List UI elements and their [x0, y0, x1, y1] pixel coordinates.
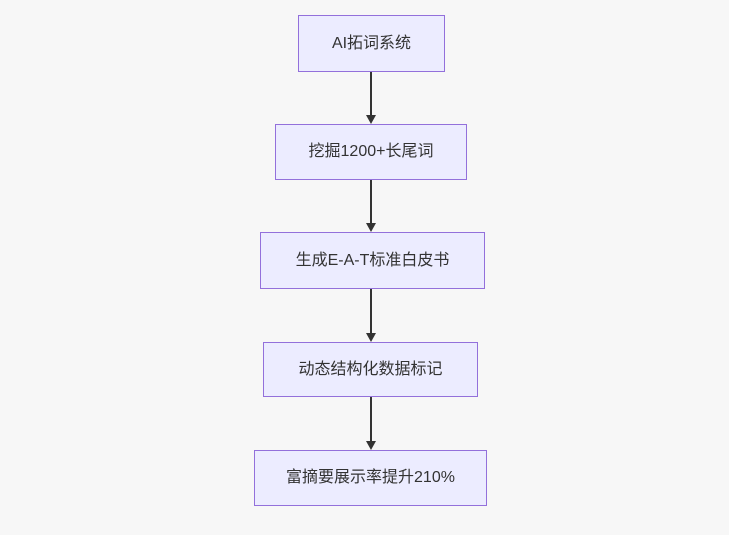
- flow-node-structured-data-markup: 动态结构化数据标记: [263, 342, 478, 397]
- flow-edge-4: [365, 397, 377, 450]
- node-label: 挖掘1200+长尾词: [308, 143, 434, 161]
- arrow-line: [370, 397, 372, 441]
- flow-node-longtail-mining: 挖掘1200+长尾词: [275, 124, 467, 180]
- flow-edge-1: [365, 72, 377, 124]
- flow-node-eat-whitepaper: 生成E-A-T标准白皮书: [260, 232, 485, 289]
- arrow-head-icon: [366, 223, 376, 232]
- flow-edge-2: [365, 180, 377, 232]
- arrow-head-icon: [366, 441, 376, 450]
- node-label: 生成E-A-T标准白皮书: [295, 251, 450, 269]
- arrow-head-icon: [366, 115, 376, 124]
- flow-node-ai-keyword-system: AI拓词系统: [298, 15, 445, 72]
- node-label: 富摘要展示率提升210%: [286, 469, 455, 487]
- node-label: AI拓词系统: [331, 34, 412, 52]
- node-label: 动态结构化数据标记: [298, 360, 443, 378]
- arrow-head-icon: [366, 333, 376, 342]
- arrow-line: [370, 72, 372, 115]
- arrow-line: [370, 180, 372, 223]
- flow-node-rich-snippet-result: 富摘要展示率提升210%: [254, 450, 487, 506]
- flow-edge-3: [365, 289, 377, 342]
- arrow-line: [370, 289, 372, 333]
